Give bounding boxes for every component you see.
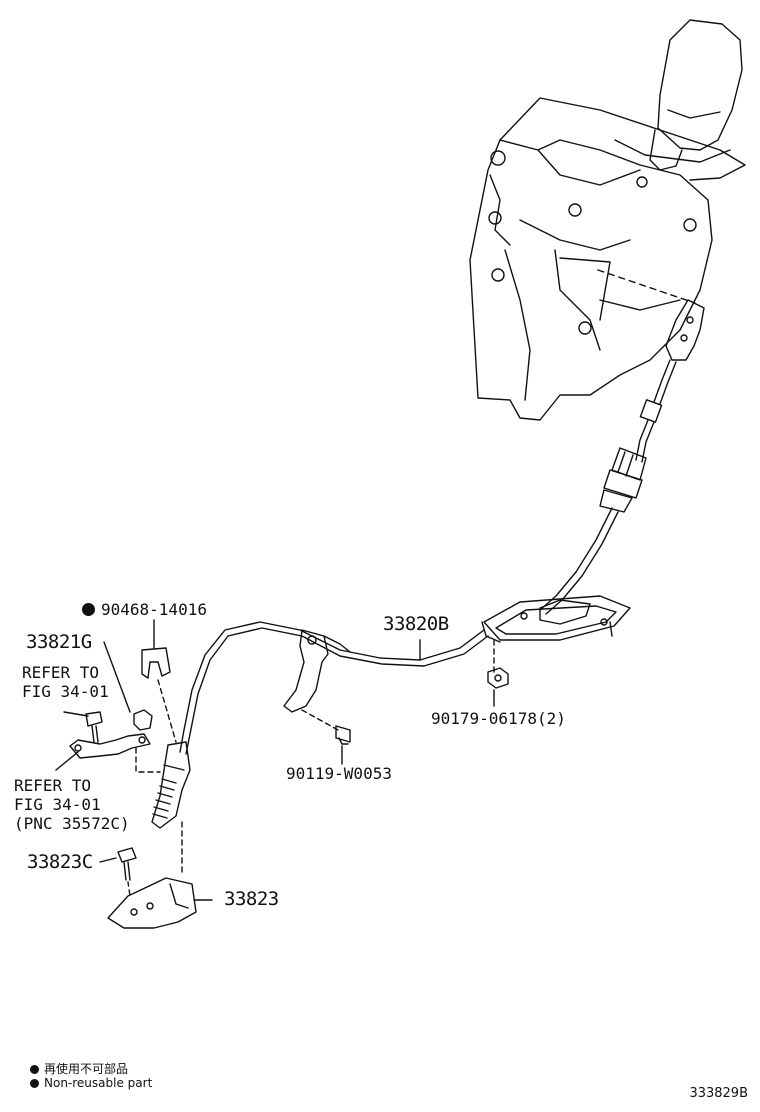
cable-transmission-end [151, 741, 191, 829]
reference-b-line2: FIG 34-01 [14, 795, 101, 814]
cable-bracket-plate [481, 595, 631, 643]
legend-en: Non-reusable part [30, 1076, 152, 1090]
reference-a-line1: REFER TO [22, 663, 100, 682]
non-reusable-marker [82, 603, 95, 616]
bolt-90119-shape [335, 725, 351, 745]
reference-b-line1: REFER TO [14, 776, 92, 795]
callout-33820b: 33820B [383, 613, 449, 635]
reference-a-line2: FIG 34-01 [22, 682, 109, 701]
cable-clamp-bracket [283, 629, 351, 713]
legend-dot-icon [30, 1065, 39, 1074]
callout-90468-14016: 90468-14016 [82, 600, 207, 619]
callout-90179-06178: 90179-06178(2) [431, 709, 566, 728]
cable-attach-dashline [597, 269, 696, 304]
cable-main-run [179, 621, 485, 753]
reference-b-line3: (PNC 35572C) [14, 814, 130, 833]
figure-code: 333829B [689, 1086, 748, 1101]
legend-dot-icon [30, 1079, 39, 1088]
cable-grommet-upper [599, 447, 647, 513]
callout-90119-w0053: 90119-W0053 [286, 764, 392, 783]
legend-en-text: Non-reusable part [44, 1076, 153, 1090]
reference-note-a: REFER TO FIG 34-01 [22, 663, 109, 701]
cable-upper-run [539, 507, 613, 611]
callout-90468-text: 90468-14016 [101, 600, 207, 619]
legend-jp-text: 再使用不可部品 [44, 1062, 129, 1076]
bolt-refer-shape [85, 711, 103, 743]
cable-lever-end [635, 299, 705, 463]
callout-33821g: 33821G [26, 631, 92, 653]
callout-33823c: 33823C [27, 851, 93, 873]
nut-33821g-shape [133, 709, 153, 731]
shift-lever-housing [469, 97, 746, 421]
bolt-33823c-shape [117, 847, 137, 881]
bracket-33823-shape [107, 877, 197, 929]
lever-arm-bracket [69, 733, 151, 759]
reference-note-b: REFER TO FIG 34-01 (PNC 35572C) [14, 776, 130, 833]
clip-90468-shape [141, 647, 171, 679]
shift-knob [614, 19, 743, 171]
legend-jp: 再使用不可部品 [30, 1060, 128, 1077]
nut-90179-shape [487, 667, 509, 689]
callout-33823: 33823 [224, 888, 279, 910]
